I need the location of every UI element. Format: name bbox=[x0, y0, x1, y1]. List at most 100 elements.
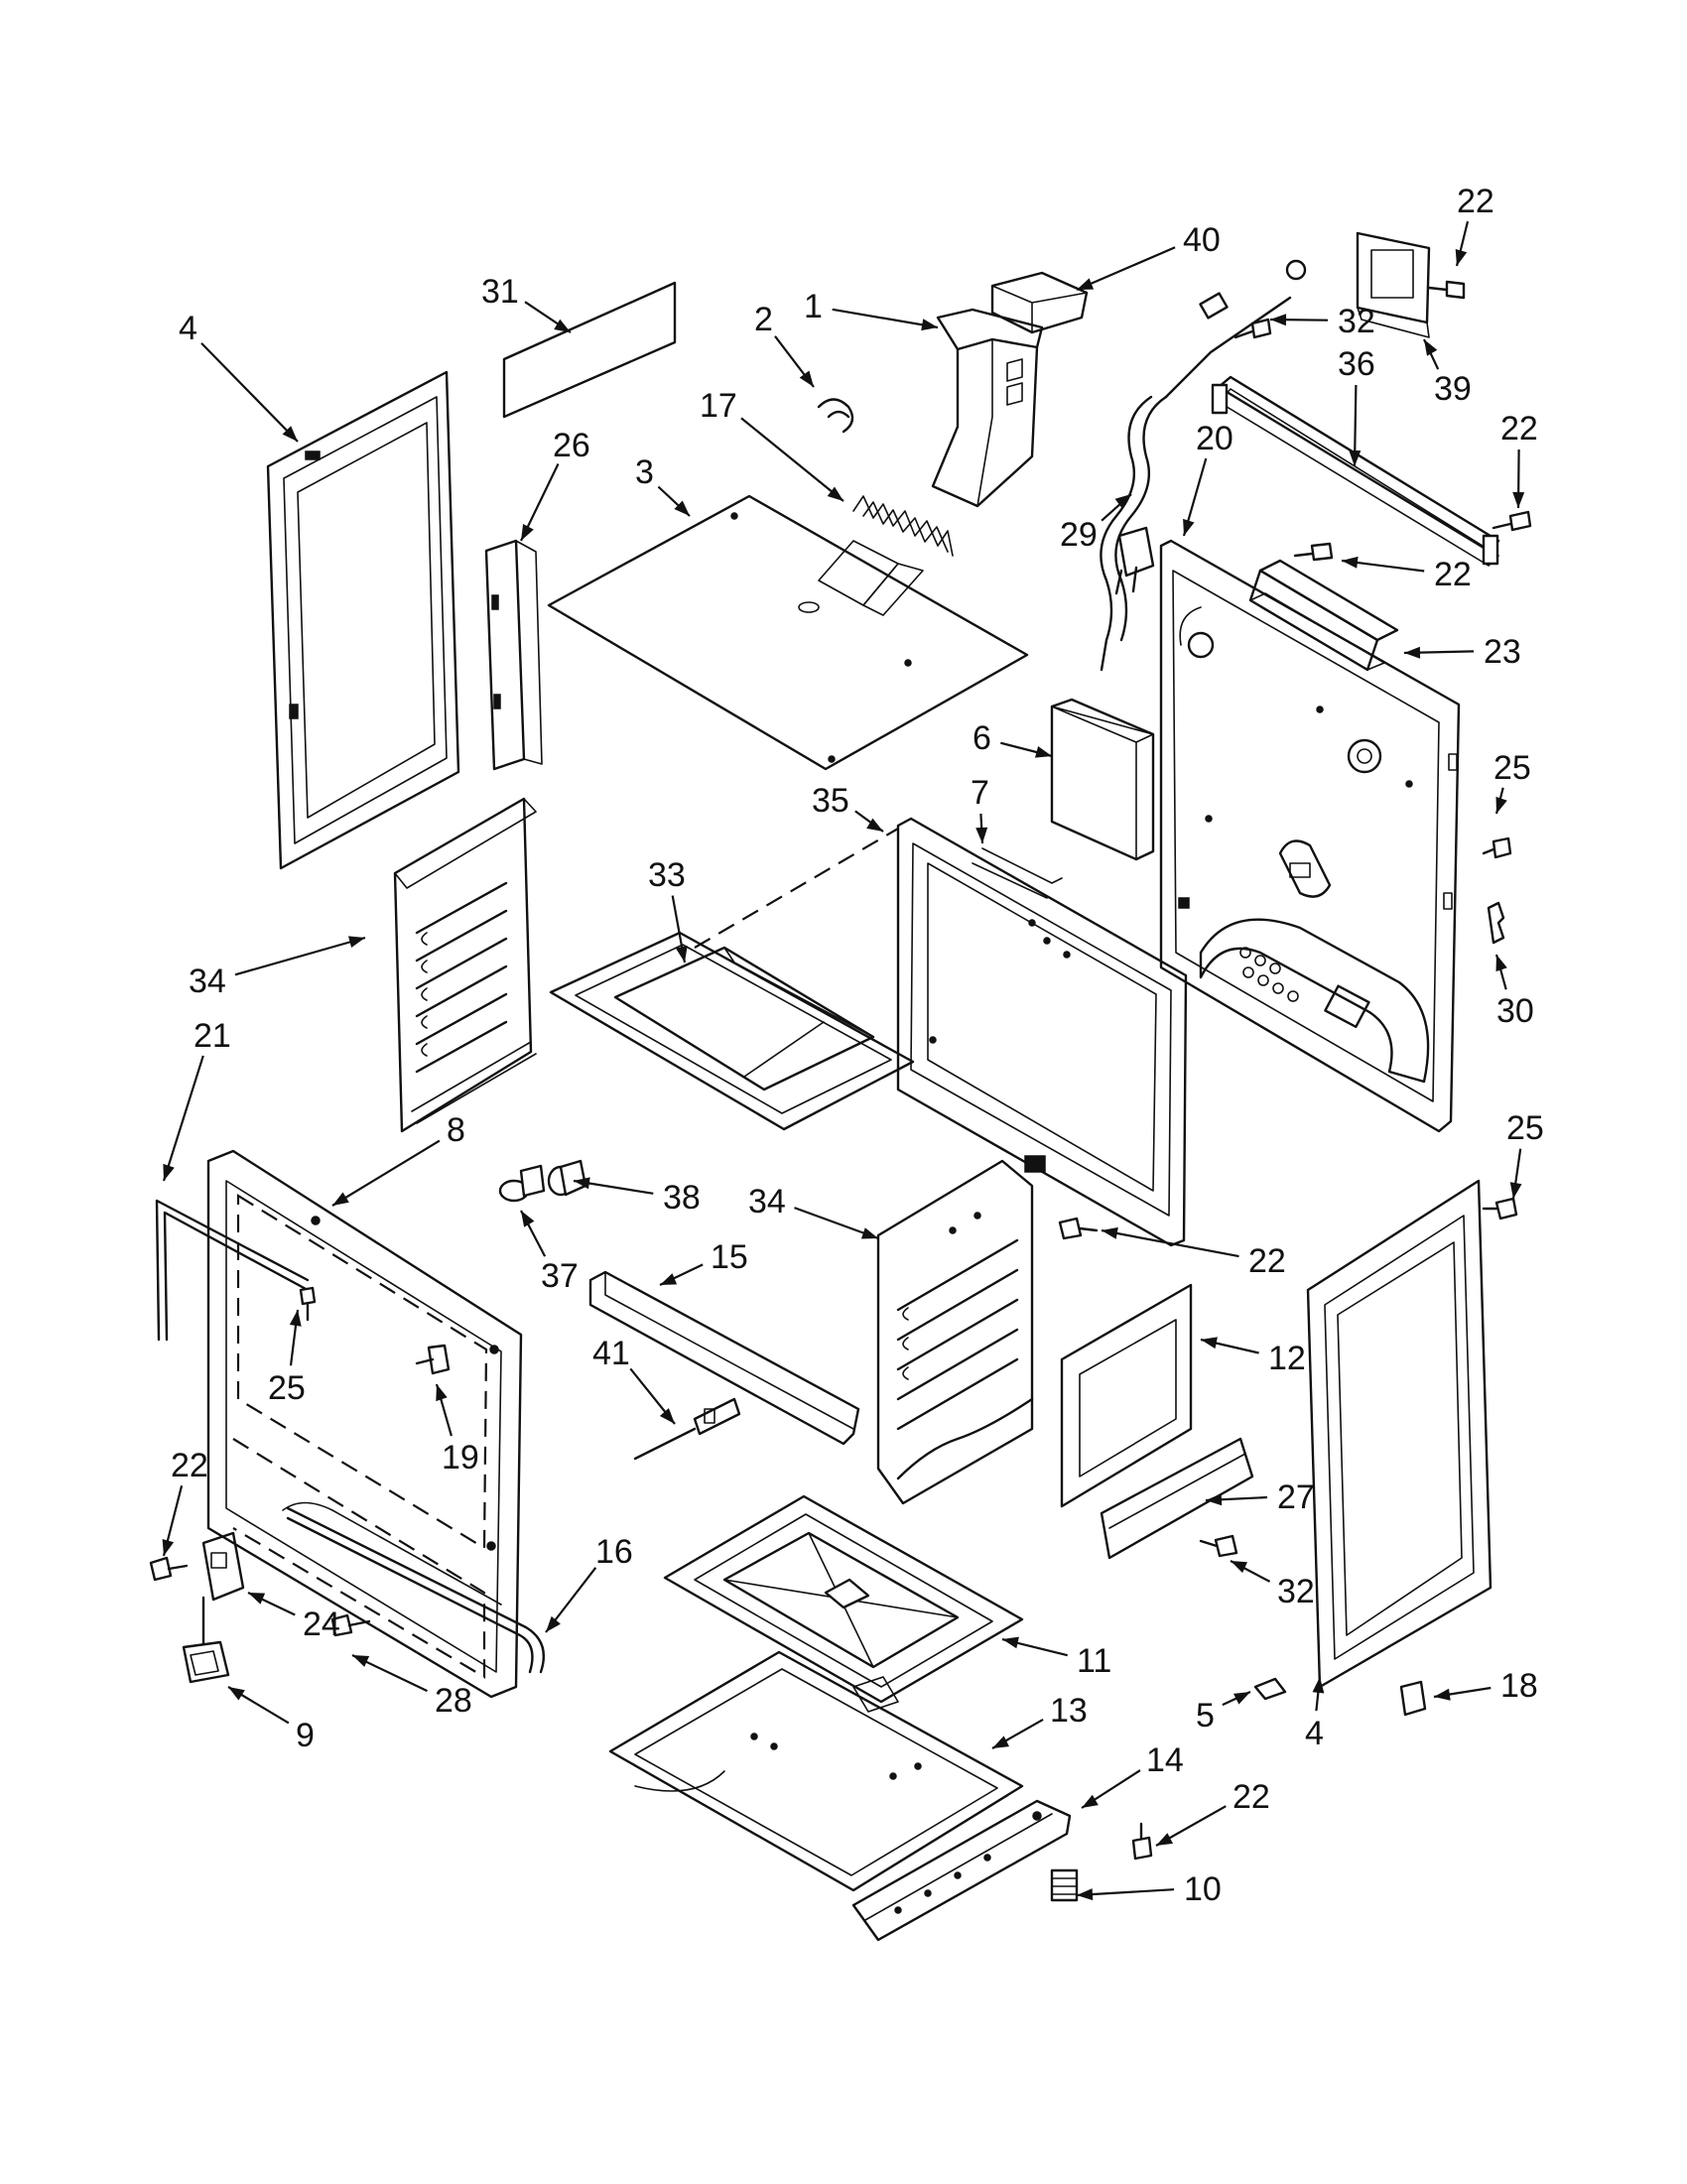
callout-labels: 1234456789101112131415161718192021222222… bbox=[171, 183, 1544, 1908]
callout-arrowhead-c26 bbox=[521, 524, 534, 541]
part-35-oven-frame bbox=[896, 817, 1188, 1247]
callout-label-c34b: 34 bbox=[748, 1183, 786, 1220]
callout-label-c36: 36 bbox=[1338, 345, 1375, 383]
callout-label-c16: 16 bbox=[595, 1533, 633, 1571]
part-31-label-strip bbox=[502, 281, 677, 419]
callout-arrowhead-c3 bbox=[674, 500, 690, 516]
callout-label-c12: 12 bbox=[1268, 1340, 1306, 1377]
callout-arrowhead-c28 bbox=[352, 1655, 370, 1667]
callout-arrowhead-c4a bbox=[282, 426, 298, 442]
callout-label-c38: 38 bbox=[663, 1179, 701, 1217]
part-34-rack-support-right bbox=[876, 1159, 1034, 1505]
callout-arrowhead-c41 bbox=[659, 1408, 675, 1424]
screw-25-side bbox=[1482, 1197, 1518, 1220]
callout-label-c30: 30 bbox=[1496, 992, 1534, 1030]
callout-leaders bbox=[162, 220, 1525, 1901]
callout-arrowhead-c34a bbox=[348, 936, 365, 948]
callout-label-c26: 26 bbox=[553, 427, 590, 464]
callout-leader-c4a bbox=[200, 342, 299, 443]
callout-arrowhead-c37 bbox=[521, 1211, 535, 1227]
callout-arrowhead-c33 bbox=[675, 946, 688, 963]
callout-arrowhead-c12 bbox=[1201, 1337, 1218, 1349]
callout-arrowhead-c34b bbox=[860, 1227, 878, 1239]
callout-leader-c34a bbox=[234, 936, 366, 976]
part-6-box bbox=[1050, 698, 1155, 861]
callout-arrowhead-c22d bbox=[1102, 1226, 1118, 1239]
callout-arrowhead-c7 bbox=[975, 827, 988, 843]
part-10-foot bbox=[1050, 1868, 1079, 1902]
callout-label-c37: 37 bbox=[541, 1257, 579, 1295]
callout-arrowhead-c38 bbox=[574, 1177, 590, 1190]
callout-label-c34a: 34 bbox=[189, 963, 226, 1000]
part-30-clip bbox=[1487, 901, 1505, 945]
screw-32-bottom bbox=[1199, 1534, 1238, 1558]
screw-32-top bbox=[1233, 318, 1272, 339]
part-26-bracket bbox=[484, 539, 543, 771]
part-4-side-panel-left bbox=[266, 370, 460, 870]
callout-arrowhead-c27 bbox=[1206, 1493, 1223, 1506]
part-21-gasket bbox=[155, 1199, 310, 1342]
part-12-heat-shield bbox=[1060, 1283, 1193, 1508]
callout-label-c8: 8 bbox=[447, 1111, 465, 1149]
callout-arrowhead-c22f bbox=[1156, 1833, 1173, 1846]
callout-label-c2: 2 bbox=[754, 301, 773, 338]
callout-arrowhead-c5 bbox=[1233, 1692, 1250, 1705]
callout-label-c22a: 22 bbox=[1457, 183, 1494, 220]
callout-arrowhead-c14 bbox=[1082, 1794, 1099, 1808]
callout-label-c23: 23 bbox=[1484, 633, 1521, 671]
callout-label-c40: 40 bbox=[1183, 221, 1221, 259]
callout-arrowhead-c32a bbox=[1270, 314, 1287, 326]
callout-label-c13: 13 bbox=[1050, 1692, 1088, 1730]
callout-label-c10: 10 bbox=[1184, 1870, 1222, 1908]
callout-arrowhead-c23 bbox=[1404, 646, 1421, 659]
callout-label-c32b: 32 bbox=[1277, 1573, 1315, 1610]
callout-leader-c1 bbox=[832, 308, 939, 329]
callout-arrowhead-c20 bbox=[1183, 518, 1195, 536]
callout-arrowhead-c1 bbox=[921, 319, 938, 331]
callout-arrowhead-c30 bbox=[1495, 955, 1507, 972]
part-4-side-panel-right bbox=[1306, 1179, 1492, 1689]
callout-leader-c21 bbox=[162, 1055, 204, 1182]
callout-label-c22e: 22 bbox=[171, 1447, 208, 1484]
part-37-knob bbox=[498, 1164, 546, 1203]
callout-label-c17: 17 bbox=[700, 387, 737, 425]
callout-arrowhead-c22a bbox=[1455, 249, 1468, 266]
callout-arrowhead-c31 bbox=[554, 319, 571, 332]
part-14-rail bbox=[851, 1799, 1072, 1942]
part-23-bracket bbox=[1248, 559, 1399, 672]
screw-25-right bbox=[1482, 836, 1512, 859]
callout-label-c11: 11 bbox=[1077, 1642, 1111, 1680]
part-39-bracket bbox=[1356, 231, 1431, 338]
part-19-pin bbox=[415, 1344, 451, 1375]
part-2-clip bbox=[817, 398, 854, 434]
callout-label-c29: 29 bbox=[1060, 516, 1098, 554]
callout-arrowhead-c6 bbox=[1035, 746, 1052, 758]
callout-arrowhead-c21 bbox=[163, 1163, 175, 1181]
callout-label-c5: 5 bbox=[1196, 1697, 1215, 1734]
callout-arrowhead-c40 bbox=[1077, 278, 1095, 290]
callout-label-c35: 35 bbox=[812, 782, 849, 820]
part-8-front-frame bbox=[206, 1149, 523, 1699]
callout-label-c3: 3 bbox=[635, 453, 654, 491]
callout-arrowhead-c4b bbox=[1312, 1677, 1325, 1694]
callout-arrowhead-c25c bbox=[289, 1310, 302, 1327]
callout-arrowhead-c18 bbox=[1434, 1688, 1451, 1701]
screw-22-bottom bbox=[1131, 1822, 1153, 1861]
callout-arrowhead-c29 bbox=[1114, 494, 1131, 509]
callout-label-c21: 21 bbox=[194, 1017, 231, 1055]
callout-label-c18: 18 bbox=[1500, 1667, 1538, 1705]
part-9-leveling-leg bbox=[182, 1596, 230, 1684]
callout-label-c22f: 22 bbox=[1233, 1778, 1270, 1816]
callout-label-c1: 1 bbox=[804, 288, 823, 325]
callout-leader-c17 bbox=[740, 417, 844, 502]
callout-label-c41: 41 bbox=[592, 1335, 630, 1372]
screw-22-middle bbox=[1058, 1217, 1099, 1240]
callout-label-c24: 24 bbox=[303, 1606, 340, 1643]
screw-22-right bbox=[1492, 510, 1532, 532]
part-17-spring bbox=[852, 495, 954, 557]
callout-label-c22c: 22 bbox=[1434, 556, 1472, 593]
callout-arrowhead-c24 bbox=[248, 1593, 266, 1605]
callout-label-c4b: 4 bbox=[1305, 1715, 1324, 1752]
part-36-long-bracket bbox=[1211, 375, 1500, 567]
callout-label-c15: 15 bbox=[711, 1238, 748, 1276]
